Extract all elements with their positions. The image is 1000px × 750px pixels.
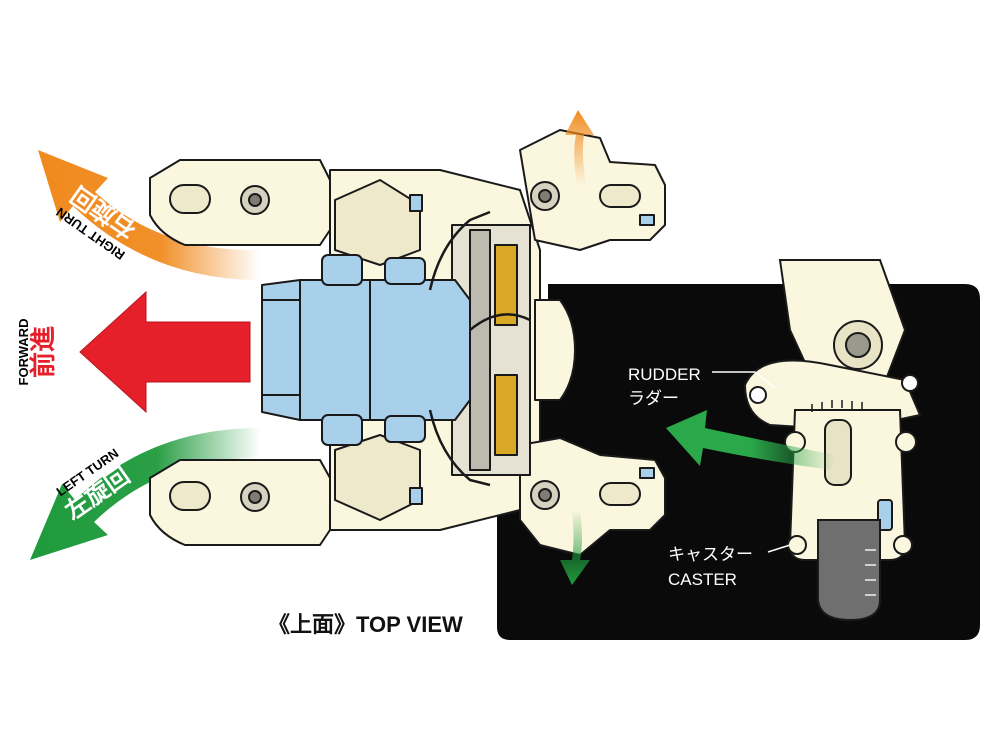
caster-label-jp: キャスター [668,545,753,564]
forward-label-jp: 前進 [28,326,58,378]
callout-leader-lines [712,371,791,553]
forward-label-en: FORWARD [16,319,31,386]
caster-label-en: CASTER [668,570,737,589]
rear-up-arrow [565,110,594,185]
forward-arrow [79,290,251,414]
robot-body [149,129,666,556]
view-title: 《上面》TOP VIEW [268,612,463,637]
rear-down-arrow [560,510,590,585]
rudder-label-en: RUDDER [628,365,701,384]
right-turn-arrow [38,150,260,280]
inset-turn-arrow [666,410,835,470]
rudder-label-jp: ラダー [628,389,679,408]
